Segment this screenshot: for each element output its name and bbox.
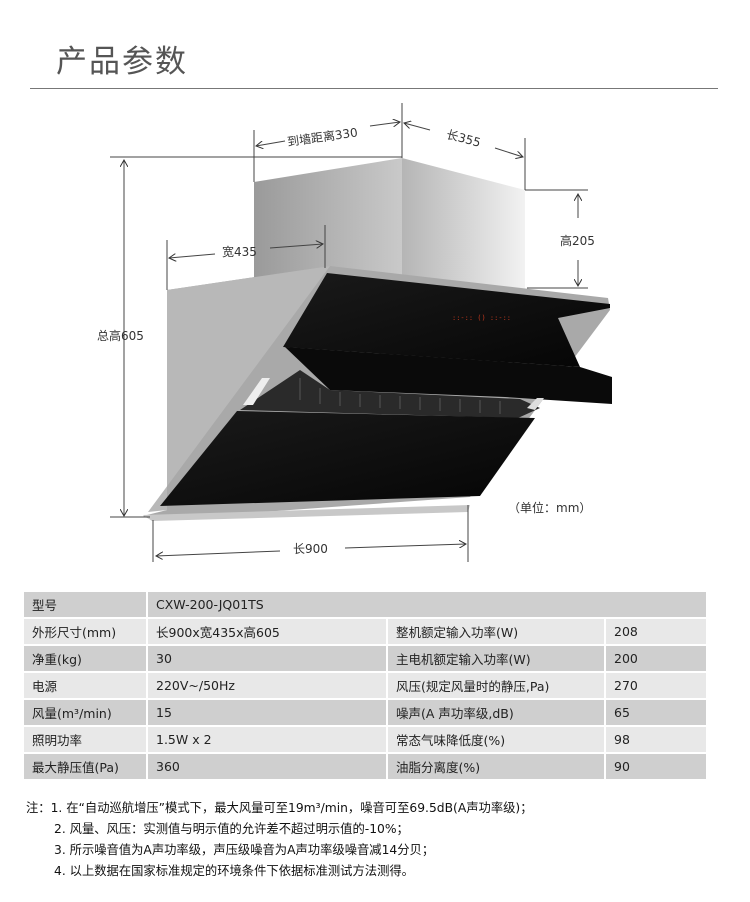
chimney-side [402,158,525,290]
svg-text:::-:: () ::-::: ::-:: () ::-:: [452,314,511,322]
spec-label: 主电机额定输入功率(W) [388,646,604,671]
spec-value: 200 [606,646,706,671]
dim-length: 长900 [293,542,328,556]
bottom-rim [143,505,470,521]
bottom-glass-panel [160,411,535,506]
spec-label: 外形尺寸(mm) [24,619,146,644]
spec-label: 风量(m³/min) [24,700,146,725]
unit-note: （单位：mm） [508,500,591,515]
spec-label: 噪声(A 声功率级,dB) [388,700,604,725]
spec-value: 15 [148,700,386,725]
table-row: 电源 220V~/50Hz 风压(规定风量时的静压,Pa) 270 [24,673,706,698]
spec-label: 电源 [24,673,146,698]
table-row: 风量(m³/min) 15 噪声(A 声功率级,dB) 65 [24,700,706,725]
spec-value: 98 [606,727,706,752]
spec-value: 65 [606,700,706,725]
table-row: 型号 CXW-200-JQ01TS [24,592,706,617]
notes: 注：1. 在“自动巡航增压”模式下，最大风量可至19m³/min，噪音可至69.… [26,798,533,882]
table-row: 最大静压值(Pa) 360 油脂分离度(%) 90 [24,754,706,779]
spec-value: 1.5W x 2 [148,727,386,752]
spec-label: 最大静压值(Pa) [24,754,146,779]
spec-label: 照明功率 [24,727,146,752]
spec-value: 30 [148,646,386,671]
note-item: 3. 所示噪音值为A声功率级，声压级噪音为A声功率级噪音减14分贝； [54,843,435,857]
spec-label: 整机额定输入功率(W) [388,619,604,644]
title-divider [30,88,718,89]
spec-value: 270 [606,673,706,698]
note-item: 2. 风量、风压：实测值与明示值的允许差不超过明示值的-10%； [54,822,409,836]
spec-table: 型号 CXW-200-JQ01TS 外形尺寸(mm) 长900x宽435x高60… [22,590,708,781]
range-hood-dimension-diagram: ::-:: () ::-:: 到墙距离330 [97,103,612,562]
spec-value: 360 [148,754,386,779]
note-item: 注：1. 在“自动巡航增压”模式下，最大风量可至19m³/min，噪音可至69.… [26,801,533,815]
spec-value: 208 [606,619,706,644]
display-panel: ::-:: () ::-:: [452,314,511,322]
chimney-front [254,158,402,284]
light-right [527,398,544,410]
top-glass-panel [283,273,610,367]
range-hood-illustration: ::-:: () ::-:: [143,158,612,521]
spec-label: 净重(kg) [24,646,146,671]
grille-slats [299,378,501,414]
spec-value: 90 [606,754,706,779]
spec-label: 常态气味降低度(%) [388,727,604,752]
intake-grille [240,370,540,418]
note-item: 4. 以上数据在国家标准规定的环境条件下依据标准测试方法测得。 [54,864,414,878]
spec-label: 风压(规定风量时的静压,Pa) [388,673,604,698]
dim-width: 宽435 [222,244,257,259]
spec-value: CXW-200-JQ01TS [148,592,706,617]
dim-chimney-length: 长355 [445,127,482,150]
table-row: 净重(kg) 30 主电机额定输入功率(W) 200 [24,646,706,671]
dim-chimney-height: 高205 [560,233,595,248]
table-row: 外形尺寸(mm) 长900x宽435x高605 整机额定输入功率(W) 208 [24,619,706,644]
spec-label: 油脂分离度(%) [388,754,604,779]
spec-label: 型号 [24,592,146,617]
page-title: 产品参数 [56,44,188,80]
light-left [243,378,270,405]
dim-wall-distance: 到墙距离330 [286,124,358,149]
table-row: 照明功率 1.5W x 2 常态气味降低度(%) 98 [24,727,706,752]
dim-total-height: 总高605 [97,328,144,343]
dimension-lines [110,103,588,562]
hood-side-panel [148,266,330,512]
visor-panel [285,347,612,404]
spec-value: 长900x宽435x高605 [148,619,386,644]
spec-value: 220V~/50Hz [148,673,386,698]
